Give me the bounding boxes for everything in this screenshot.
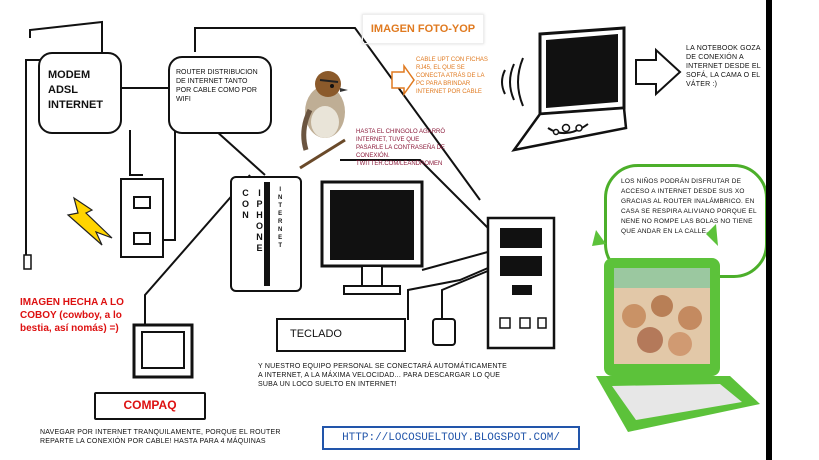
keyboard-label: TECLADO — [290, 328, 342, 340]
internet-letter: T — [278, 203, 282, 209]
title-box: IMAGEN FOTO-YOP — [362, 14, 484, 44]
iphone-letter: N — [256, 232, 263, 242]
iphone-letter: O — [256, 221, 264, 231]
internet-letter: N — [278, 195, 283, 201]
internet-letter: E — [278, 211, 283, 217]
con-letter: O — [242, 199, 250, 209]
blog-link[interactable]: HTTP://LOCOSUELTOUY.BLOGSPOT.COM/ — [342, 432, 560, 444]
iphone-device: C O N I P H O N E I N T E R N E T — [230, 176, 302, 292]
con-letter: N — [242, 210, 249, 220]
blog-link-box[interactable]: HTTP://LOCOSUELTOUY.BLOGSPOT.COM/ — [322, 426, 580, 450]
notebook-note: LA NOTEBOOK GOZA DE CONEXIÓN A INTERNET … — [686, 45, 761, 88]
bird-note: HASTA EL CHINGOLO AGARRÓ INTERNET, TUVE … — [356, 129, 446, 167]
page-title: IMAGEN FOTO-YOP — [370, 23, 476, 35]
mouse-icon — [432, 318, 456, 346]
router-box: ROUTER DISTRIBUCION DE INTERNET TANTO PO… — [168, 56, 272, 134]
iphone-divider — [264, 182, 270, 286]
cable-note: CABLE UPT CON FICHAS RJ45, EL QUE SE CON… — [416, 57, 488, 95]
con-letter: C — [242, 188, 249, 198]
keyboard-box: TECLADO — [276, 318, 406, 352]
iphone-letter: E — [256, 243, 263, 253]
iphone-internet-text: I N T E R N E T — [278, 186, 282, 250]
internet-letter: T — [278, 243, 282, 249]
outlet-1 — [133, 196, 151, 209]
right-edge-bar — [766, 0, 772, 460]
pc-note: Y NUESTRO EQUIPO PERSONAL SE CONECTARÁ A… — [258, 363, 507, 388]
iphone-word-text: I P H O N E — [256, 188, 263, 254]
router-text: ROUTER DISTRIBUCION DE INTERNET TANTO PO… — [176, 69, 258, 103]
internet-letter: E — [278, 235, 283, 241]
modem-line-1: MODEM — [48, 69, 91, 81]
modem-line-2: ADSL — [48, 84, 78, 96]
internet-letter: N — [278, 227, 283, 233]
compaq-box: COMPAQ — [94, 392, 206, 420]
compaq-label: COMPAQ — [123, 398, 177, 412]
kids-note: LOS NIÑOS PODRÁN DISFRUTAR DE ACCESO A I… — [621, 178, 757, 235]
outlet-2 — [133, 232, 151, 245]
iphone-letter: P — [256, 199, 263, 209]
cowboy-note: IMAGEN HECHA A LO COBOY (cowboy, a lo be… — [20, 297, 124, 334]
iphone-letter: I — [258, 188, 261, 198]
modem-line-3: INTERNET — [48, 99, 103, 111]
internet-letter: I — [279, 187, 281, 193]
power-strip — [120, 178, 164, 258]
modem-box: MODEM ADSL INTERNET — [38, 52, 122, 134]
bottom-note: NAVEGAR POR INTERNET TRANQUILAMENTE, POR… — [40, 429, 281, 445]
internet-letter: R — [278, 219, 283, 225]
iphone-letter: H — [256, 210, 263, 220]
iphone-con-text: C O N — [242, 188, 249, 221]
